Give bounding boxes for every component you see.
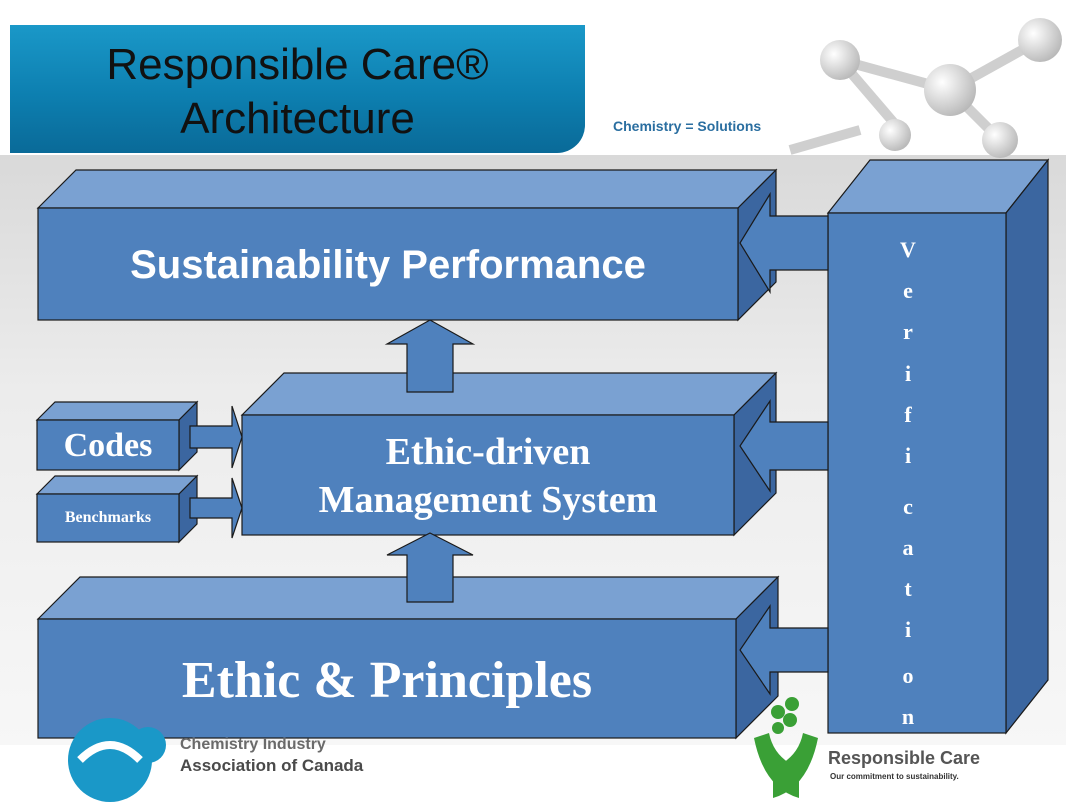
codes-box [35,400,199,472]
verification-letter: V [900,237,916,262]
verification-letter: f [904,402,912,427]
org-name-line-1: Chemistry Industry [180,736,326,753]
ethic-box [36,575,780,740]
verification-letter: e [903,278,913,303]
management-line-1: Ethic-driven [385,431,591,473]
verification-letter: c [903,494,913,519]
arrow-verification-to-sustainability [739,191,829,295]
tagline: Chemistry = Solutions [613,118,762,134]
arrow-verification-to-management [739,399,829,493]
arrow-up-ethic-to-management [386,532,474,603]
molecule-spheres [820,18,1062,158]
ethic-label: Ethic & Principles [181,652,593,709]
title-panel [10,25,585,153]
sustainability-box [36,168,778,322]
rc-brand-name: Responsible Care [828,748,981,768]
verification-letter: i [904,617,912,642]
verification-letter: i [904,361,912,386]
sustainability-label: Sustainability Performance [130,243,646,287]
benchmarks-box [35,474,199,544]
org-name-line-2: Association of Canada [180,756,364,775]
responsible-care-logo-icon [754,697,818,798]
arrow-up-management-to-sustainability [384,319,476,393]
verification-letter: r [903,319,913,344]
title-line-1: Responsible Care® [106,40,489,89]
arrow-codes-to-management [189,405,243,469]
benchmarks-label: Benchmarks [64,509,152,526]
rc-brand-tagline: Our commitment to sustainability. [830,772,959,781]
verification-letter: a [902,535,914,560]
cic-logo-icon [68,718,166,802]
management-label: Ethic-driven Management System [242,428,734,524]
arrow-verification-to-ethic [739,604,829,696]
verification-letter: o [902,663,914,688]
verification-letter: i [904,443,912,468]
codes-label: Codes [63,427,153,464]
verification-box [826,158,1050,735]
verification-letter: n [901,704,915,729]
verification-letter: t [904,576,912,601]
arrow-benchmarks-to-management [189,477,243,539]
slide-title: Responsible Care® Architecture [10,38,585,146]
title-line-2: Architecture [180,94,415,143]
management-line-2: Management System [318,479,658,521]
